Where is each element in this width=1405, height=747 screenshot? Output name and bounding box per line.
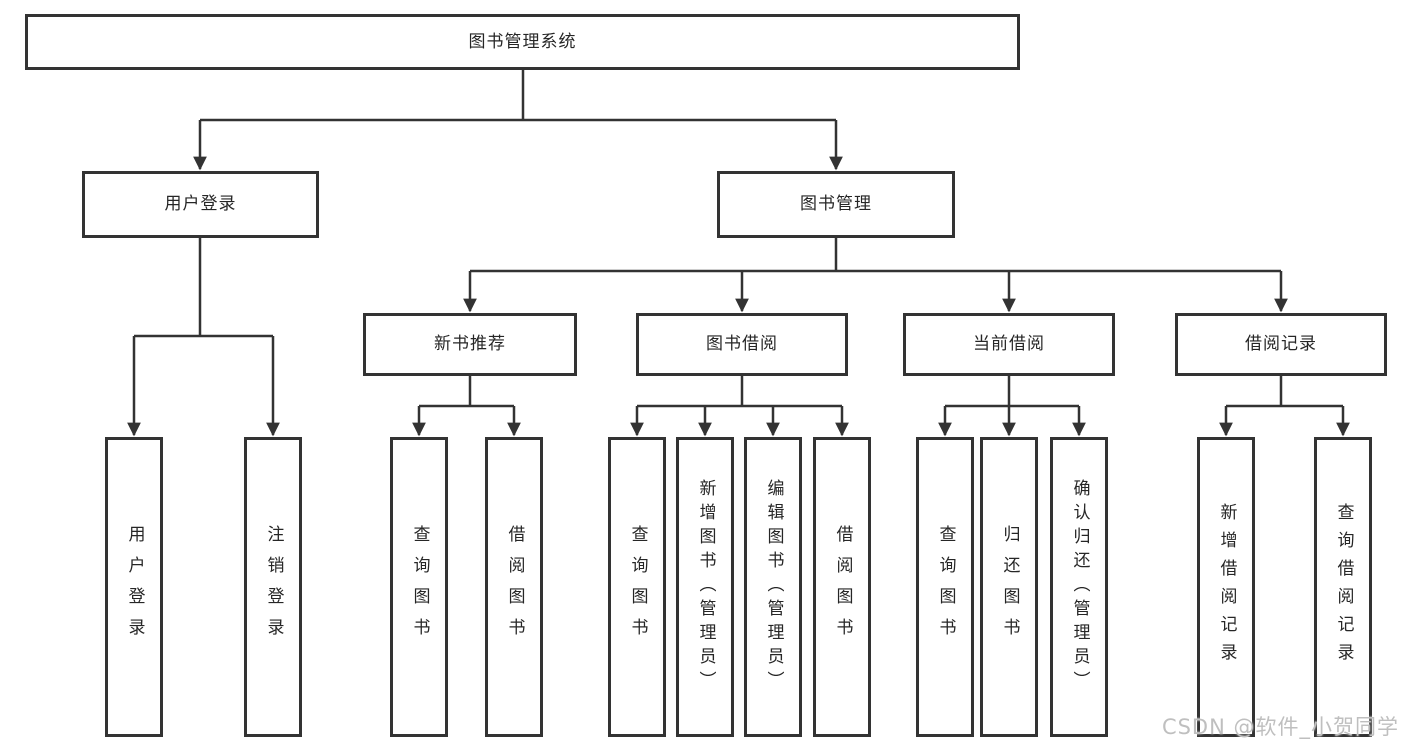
node-br-query-record: 查询借阅记录 [1314,437,1372,737]
node-bb-borrow-books: 借阅图书 [813,437,871,737]
node-label: 编辑图书（管理员） [763,479,784,695]
node-label: 当前借阅 [973,334,1045,354]
node-library-management-system: 图书管理系统 [25,14,1020,70]
node-label: 注销登录 [263,525,284,649]
node-label: 新书推荐 [434,334,506,354]
node-bb-query-books: 查询图书 [608,437,666,737]
node-label: 查询图书 [627,525,648,649]
node-label: 借阅图书 [832,525,853,649]
connector-book-borrow-split [637,376,842,408]
node-label: 图书管理 [800,194,872,214]
node-book-borrowing: 图书借阅 [636,313,848,376]
node-bb-add-books-admin: 新增图书（管理员） [676,437,734,737]
node-label: 借阅记录 [1245,334,1317,354]
node-label: 图书借阅 [706,334,778,354]
node-nbr-query-books: 查询图书 [390,437,448,737]
node-cb-return-books: 归还图书 [980,437,1038,737]
node-user-login-leaf: 用户登录 [105,437,163,737]
csdn-watermark: CSDN @软件_小贺同学 [1161,715,1399,739]
node-label: 新增借阅记录 [1216,503,1237,671]
node-book-management: 图书管理 [717,171,955,238]
node-label: 新增图书（管理员） [695,479,716,695]
node-label: 查询图书 [409,525,430,649]
node-label: 图书管理系统 [468,31,577,52]
node-label: 查询借阅记录 [1333,503,1354,671]
node-label: 用户登录 [164,194,237,214]
node-borrowing-records: 借阅记录 [1175,313,1387,376]
connector-book-mgmt-split [470,238,1281,273]
connector-new-book-split [419,376,514,408]
connector-borrow-record-split [1226,376,1343,408]
node-bb-edit-books-admin: 编辑图书（管理员） [744,437,802,737]
node-nbr-borrow-books: 借阅图书 [485,437,543,737]
node-cb-confirm-return-admin: 确认归还（管理员） [1050,437,1108,737]
node-current-borrowing: 当前借阅 [903,313,1115,376]
node-label: 借阅图书 [504,525,525,649]
node-new-book-recommend: 新书推荐 [363,313,577,376]
node-label: 用户登录 [124,525,145,649]
node-label: 归还图书 [999,525,1020,649]
node-cb-query-books: 查询图书 [916,437,974,737]
node-user-login: 用户登录 [82,171,319,238]
node-br-add-record: 新增借阅记录 [1197,437,1255,737]
arrow-lines [127,120,1350,437]
connector-root-split [200,70,836,122]
node-logout: 注销登录 [244,437,302,737]
node-label: 确认归还（管理员） [1069,479,1090,695]
node-label: 查询图书 [935,525,956,649]
connector-user-login-split [134,238,273,338]
connector-current-borrow-split [945,376,1079,408]
